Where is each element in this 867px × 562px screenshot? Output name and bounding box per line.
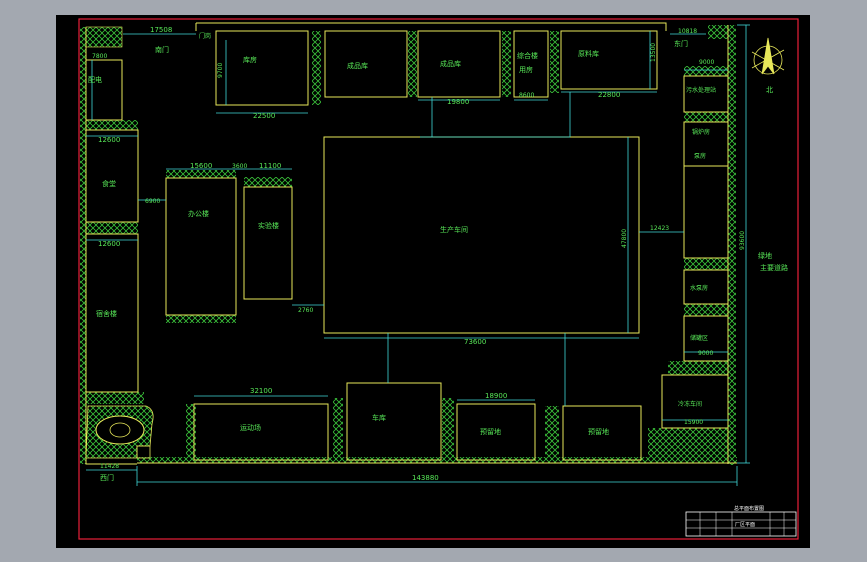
canteen-label: 食堂 (102, 179, 116, 188)
dim-label: 18900 (485, 392, 507, 400)
gate-label: 东门 (674, 39, 688, 48)
dim-label: 15900 (684, 419, 703, 426)
finished-goods-1-label: 成品库 (347, 61, 368, 70)
dim-label: 11100 (259, 162, 281, 170)
dim-label: 47800 (621, 229, 628, 248)
storage-label: 储罐区 (690, 334, 708, 342)
reserved-land-2 (562, 405, 642, 461)
office-bldg-label: 综合楼 (517, 51, 538, 60)
transformer-room (683, 269, 729, 305)
waste-plant-label: 污水处理站 (686, 86, 716, 94)
dim-label: 9000 (699, 59, 714, 66)
entry-label: 门岗 (199, 32, 211, 40)
sports-label: 运动场 (240, 423, 261, 432)
finished-goods-1 (324, 30, 408, 98)
cold-workshop-label: 冷冻车间 (678, 400, 702, 408)
reserved-1-label: 预留地 (480, 427, 501, 436)
garage-label: 车库 (372, 413, 386, 422)
pump-label: 泵房 (694, 152, 706, 160)
cold-workshop (661, 374, 729, 429)
fountain-feature (85, 405, 154, 459)
dim-label: 2760 (298, 307, 313, 314)
dim-label: 3600 (232, 163, 247, 170)
dim-label: 12423 (650, 225, 669, 232)
warehouse-a-label: 库房 (243, 55, 257, 64)
dim-label: 9000 (698, 350, 713, 357)
dim-label: 15600 (190, 162, 212, 170)
reserved-2-label: 预留地 (588, 427, 609, 436)
area-label: 绿地 (758, 251, 772, 260)
office-block (165, 177, 237, 316)
dim-label: 8600 (519, 92, 534, 99)
north-arrow-icon (751, 37, 785, 75)
dormitory-label: 宿舍楼 (96, 309, 117, 318)
lab-block-label: 实验楼 (258, 221, 279, 230)
guard-label: 配电 (88, 75, 102, 84)
north-label: 北 (766, 86, 773, 94)
dormitory (85, 233, 139, 393)
road-label: 主要道路 (760, 263, 788, 272)
finished-goods-2 (417, 30, 501, 98)
reserved-land-1 (456, 403, 536, 461)
pump-room (683, 165, 729, 259)
office-block-label: 办公楼 (188, 209, 209, 218)
waste-plant (683, 75, 729, 113)
canteen (85, 129, 139, 223)
dim-label: 19800 (447, 98, 469, 106)
dim-label: 143880 (412, 474, 439, 482)
sports-field (193, 403, 329, 461)
finished-goods-2-label: 成品库 (440, 59, 461, 68)
dim-label: 6900 (145, 198, 160, 205)
lab-block (243, 186, 293, 300)
dim-label: 13500 (650, 43, 657, 62)
storage-tanks (683, 315, 729, 362)
dim-label: 7800 (92, 53, 107, 60)
raw-material-label: 原料库 (578, 49, 599, 58)
door-label: 南门 (155, 45, 169, 54)
dim-label: 17508 (150, 26, 172, 34)
dim-label: 12600 (98, 240, 120, 248)
title-block-name: 总平面布置图 (734, 505, 764, 512)
dim-label: 22800 (598, 91, 620, 99)
dim-label: 32100 (250, 387, 272, 395)
warehouse-a (215, 30, 309, 106)
guard-house (85, 59, 123, 121)
garage (346, 382, 442, 461)
gate-label: 西门 (100, 473, 114, 482)
dim-label: 11428 (100, 463, 119, 470)
main-workshop-label: 生产车间 (440, 225, 468, 234)
dimension-lines (86, 24, 750, 486)
transformer-label: 水泵房 (690, 284, 708, 292)
title-block-sub: 厂区平面 (735, 522, 755, 528)
office-bldg-label-2: 用房 (519, 65, 533, 74)
dim-label: 73600 (464, 338, 486, 346)
sheet-border (78, 18, 799, 540)
raw-material-warehouse (560, 30, 658, 90)
title-block: 总平面布置图 厂区平面 (685, 505, 797, 537)
dim-label: 12600 (98, 136, 120, 144)
office-building (513, 30, 549, 98)
dim-label: 10818 (678, 28, 697, 35)
drawing-sheet (56, 15, 810, 548)
dim-label: 93600 (739, 231, 746, 250)
dim-label: 22500 (253, 112, 275, 120)
boiler-label: 锅炉房 (692, 128, 710, 136)
dim-label: 9700 (217, 63, 224, 78)
